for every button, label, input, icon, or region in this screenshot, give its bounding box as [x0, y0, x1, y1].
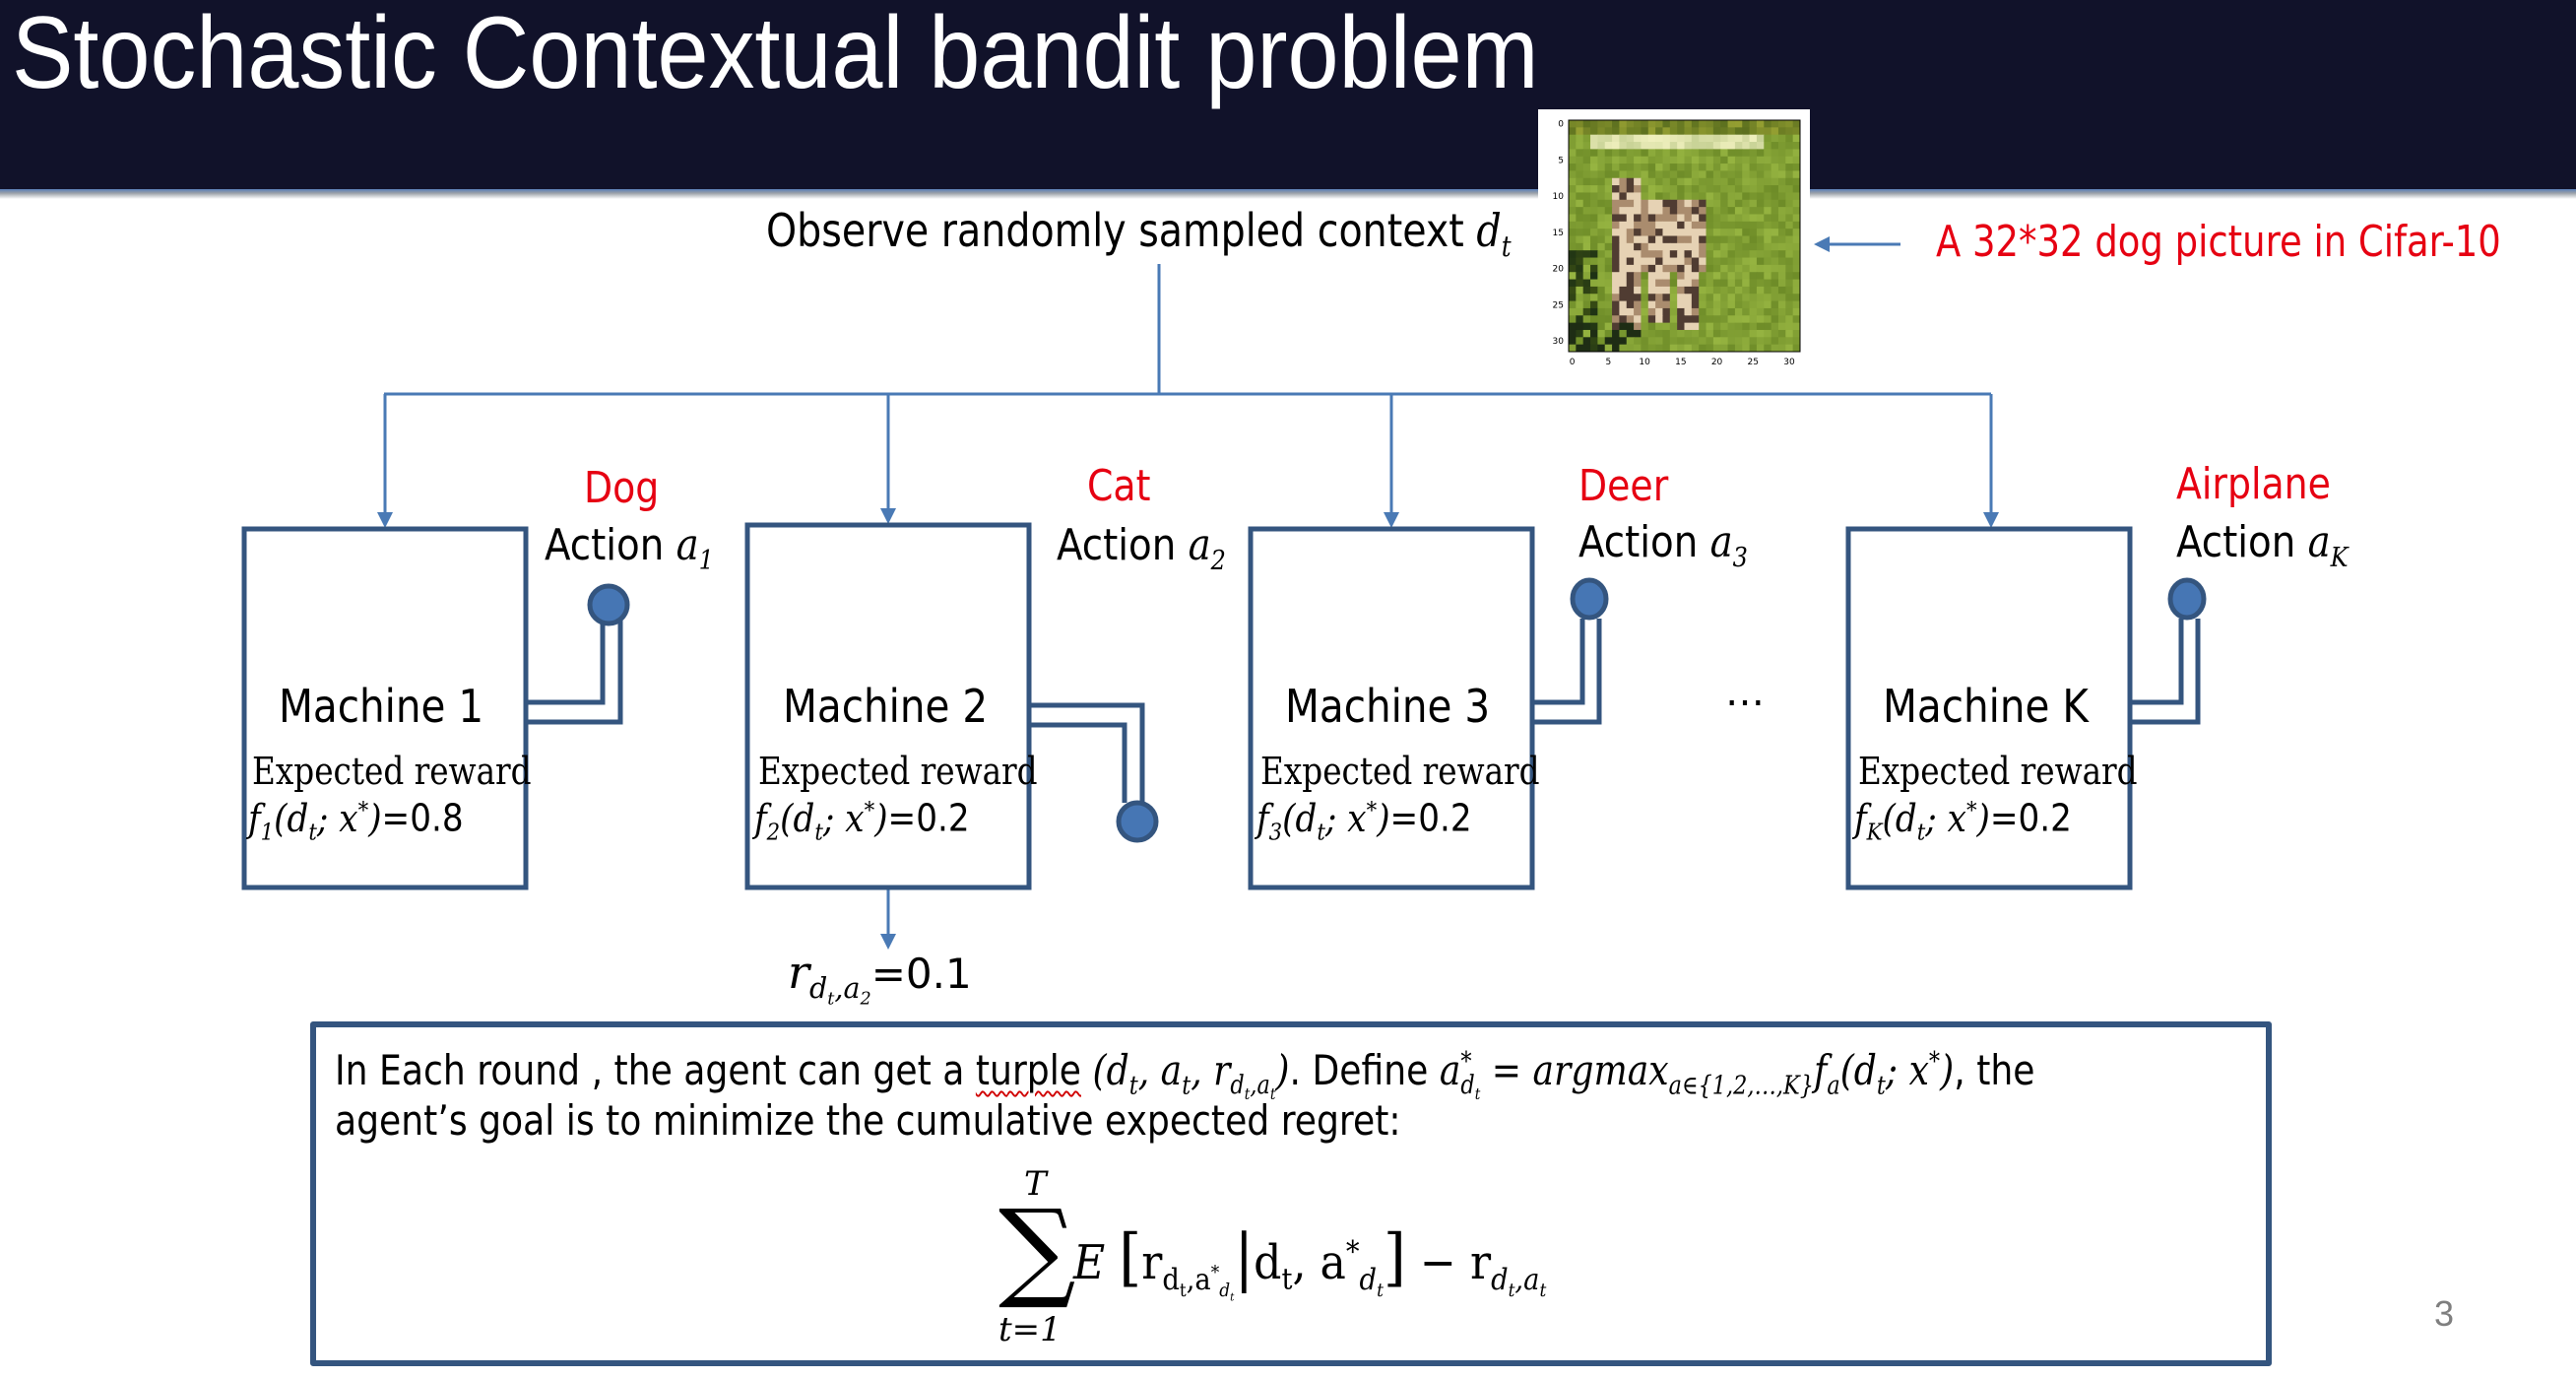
image-caption: A 32*32 dog picture in Cifar-10: [1936, 217, 2501, 267]
sum-lower-bound: t=1: [998, 1310, 1062, 1349]
definition-line-1: In Each round , the agent can get a turp…: [335, 1046, 2035, 1104]
machine-2-name: Machine 2: [783, 680, 989, 733]
context-label-text: Observe randomly sampled context: [766, 204, 1477, 257]
machine-1-expected-label: Expected reward: [252, 750, 532, 793]
machine-3-lever-knob[interactable]: [1570, 577, 1609, 621]
image-y-tick-label: 20: [1553, 265, 1565, 275]
cifar-dog-image: 0 0 5 5 10 10 15 15 20 20 25 25 30 30: [1538, 109, 1810, 382]
machine-k-lever-knob[interactable]: [2167, 577, 2207, 621]
header-divider: [0, 189, 2576, 199]
regret-formula: T ∑ t=1 E [rdt,a*dt|dt, a*dt] − rdt,at: [985, 1164, 1674, 1359]
observed-reward: rdt,a2=0.1: [788, 946, 972, 1010]
misspelled-word[interactable]: turple: [975, 1046, 1081, 1094]
machine-1-class-label: Dog: [584, 463, 660, 513]
machine-1-action-label: Action a1: [545, 520, 714, 576]
sum-upper-bound: T: [1024, 1164, 1047, 1204]
machine-2-expected-label: Expected reward: [758, 750, 1038, 793]
machine-3-name: Machine 3: [1285, 680, 1491, 733]
machine-2-box[interactable]: [744, 522, 1032, 890]
image-y-tick-label: 15: [1553, 229, 1564, 238]
machine-k-name: Machine K: [1883, 680, 2089, 733]
machine-3-expected-label: Expected reward: [1260, 750, 1540, 793]
reward-arrowhead: [880, 934, 896, 950]
machine-3-expected-value: f3(dt; x*)=0.2: [1256, 796, 1472, 846]
regret-definition-box: [310, 1021, 2272, 1366]
context-label: Observe randomly sampled context dt: [766, 201, 1512, 277]
image-x-tick-label: 10: [1639, 358, 1650, 367]
image-y-tick-label: 5: [1558, 156, 1564, 165]
image-y-tick-label: 0: [1558, 120, 1564, 130]
machine-k-expected-value: fK(dt; x*)=0.2: [1854, 796, 2072, 846]
slide-header: [0, 0, 2576, 189]
image-y-tick-label: 10: [1553, 192, 1565, 202]
machine-2-lever-knob[interactable]: [1116, 800, 1159, 843]
page-number: 3: [2434, 1293, 2455, 1334]
machine-1-name: Machine 1: [279, 680, 484, 733]
image-x-tick-label: 20: [1711, 358, 1723, 367]
dog-image-plot: 0 0 5 5 10 10 15 15 20 20 25 25 30 30: [1553, 119, 1801, 367]
machine-k-class-label: Airplane: [2176, 459, 2331, 509]
machine-k-box[interactable]: [1845, 526, 2133, 890]
machine-1-box[interactable]: [241, 526, 529, 890]
machine-3-action-label: Action a3: [1578, 517, 1748, 573]
image-x-tick-label: 0: [1570, 358, 1576, 367]
more-machines-ellipsis: …: [1725, 670, 1765, 715]
image-x-tick-label: 30: [1783, 358, 1795, 367]
machine-1-lever[interactable]: [526, 583, 630, 725]
slide-title: Stochastic Contextual bandit problem: [12, 0, 1539, 110]
arrowhead-machine-3: [1384, 512, 1399, 528]
arrowhead-machine-1: [377, 512, 393, 528]
context-symbol: dt: [1476, 204, 1512, 264]
machine-2-action-label: Action a2: [1057, 520, 1226, 576]
machine-k-action-label: Action aK: [2176, 517, 2349, 573]
image-x-tick-label: 15: [1675, 358, 1686, 367]
machine-2-lever[interactable]: [1029, 702, 1159, 843]
machine-k-lever[interactable]: [2131, 577, 2207, 725]
image-y-tick-label: 25: [1553, 300, 1564, 310]
image-x-tick-label: 25: [1748, 358, 1759, 367]
image-pixels: [1569, 120, 1801, 353]
machine-3-lever[interactable]: [1532, 577, 1609, 725]
image-frame: [1568, 119, 1801, 353]
definition-line-2: agent’s goal is to minimize the cumulati…: [335, 1096, 1401, 1145]
caption-arrowhead: [1814, 236, 1830, 252]
machine-2-class-label: Cat: [1087, 461, 1151, 511]
machine-1-expected-value: f1(dt; x*)=0.8: [248, 796, 464, 846]
summation-symbol: ∑: [998, 1186, 1076, 1312]
arrowhead-machine-k: [1983, 512, 1999, 528]
image-x-tick-label: 5: [1606, 358, 1612, 367]
machine-3-class-label: Deer: [1578, 461, 1669, 511]
machine-3-box[interactable]: [1248, 526, 1535, 890]
image-y-tick-label: 30: [1553, 337, 1565, 347]
regret-expression: E [rdt,a*dt|dt, a*dt] − rdt,at: [1073, 1221, 1547, 1304]
arrowhead-machine-2: [880, 508, 896, 524]
machine-2-expected-value: f2(dt; x*)=0.2: [754, 796, 970, 846]
machine-k-expected-label: Expected reward: [1858, 750, 2138, 793]
machine-1-lever-knob[interactable]: [587, 583, 630, 626]
